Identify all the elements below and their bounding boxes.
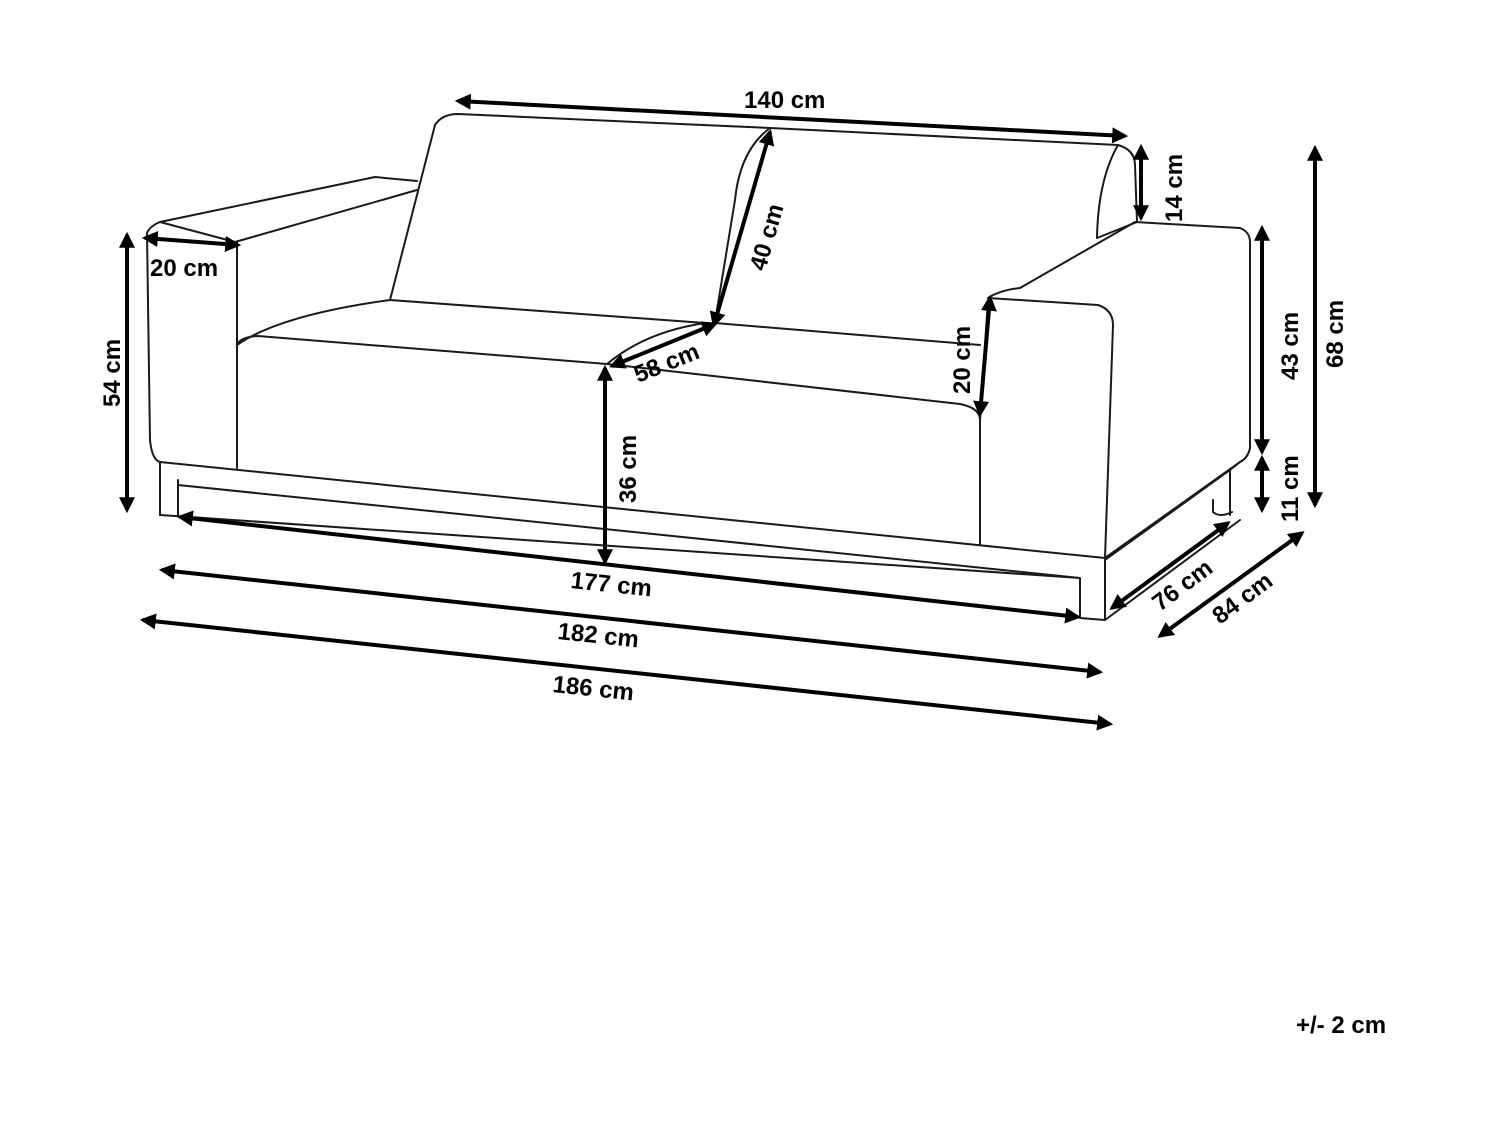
label-armrest-height-above-seat: 20 cm [949, 326, 976, 394]
dim-arrow-seat-depth [609, 321, 718, 369]
label-armrest-total-height: 54 cm [99, 339, 126, 407]
tolerance-note: +/- 2 cm [1296, 1012, 1387, 1039]
sofa-base-side [1104, 461, 1241, 561]
backrest-right [769, 127, 1138, 239]
label-seat-height: 36 cm [615, 435, 642, 503]
dim-arrow-armrest-width [141, 230, 242, 253]
armrest-right [979, 221, 1251, 559]
label-armrest-width: 20 cm [150, 255, 218, 282]
label-base-height: 11 cm [1277, 455, 1304, 522]
backrest-left [389, 113, 771, 323]
dim-arrow-backrest-height [709, 128, 775, 329]
dimension-lines [119, 93, 1323, 731]
sofa-base [159, 461, 1241, 621]
dim-arrow-total-depth [1157, 531, 1305, 638]
dim-arrow-total-length [139, 613, 1114, 731]
label-total-height: 68 cm [1322, 300, 1349, 368]
label-base-length: 177 cm [569, 567, 653, 602]
seat-cushion-left [236, 299, 706, 365]
sofa-outline [146, 113, 1251, 621]
dimension-labels: 140 cm 14 cm 68 cm 40 cm 20 cm 54 cm 20 … [99, 87, 1349, 706]
label-back-width: 140 cm [744, 87, 825, 114]
label-backrest-height: 40 cm [745, 201, 790, 274]
label-total-length: 186 cm [551, 671, 635, 706]
label-upper-height: 43 cm [1277, 312, 1304, 380]
label-seat-length: 182 cm [556, 618, 640, 653]
dim-arrow-back-width [454, 93, 1129, 144]
label-back-cushion-depth: 14 cm [1161, 154, 1188, 222]
dim-arrow-armrest-height-above-seat [973, 294, 997, 418]
